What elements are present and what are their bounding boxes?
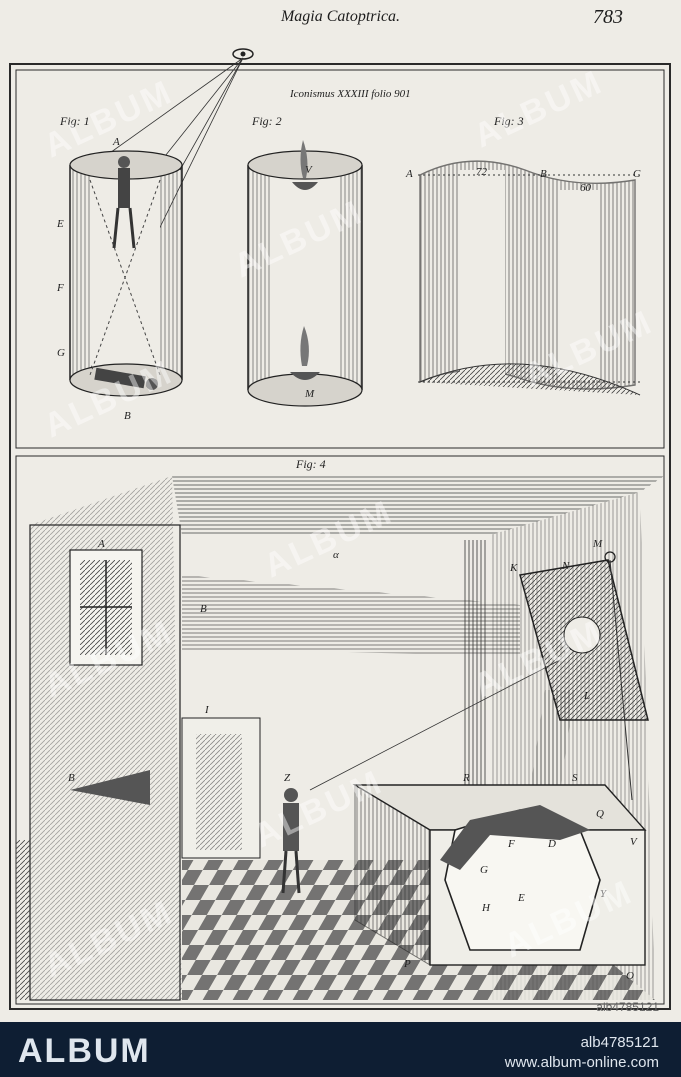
fig2-label-m: M (305, 388, 315, 400)
plate-frame (9, 63, 671, 1010)
running-head: Magia Catoptrica. (280, 8, 401, 25)
image-id-stamp: alb4785121 (596, 1000, 659, 1014)
fig1-title: Fig: 1 (60, 114, 90, 128)
fig4-label-h: H (482, 902, 490, 914)
fig4-room (16, 476, 664, 1001)
fig4-label-b-beam: B (200, 603, 207, 615)
fig4-label-g: G (480, 864, 488, 876)
fig4-label-r: R (463, 772, 470, 784)
eye-icon (232, 48, 254, 60)
brand-logo: ALBUM (18, 1032, 151, 1070)
fig4-label-p: P (404, 958, 411, 970)
fig3-label-72: 72 (476, 166, 487, 178)
fig4-label-q: Q (596, 808, 604, 820)
fig3-title: Fig: 3 (494, 114, 524, 128)
footer-image-id: alb4785121 (580, 1034, 659, 1051)
fig4-label-a: A (98, 538, 105, 550)
fig4-label-alpha: α (333, 549, 339, 561)
fig4-label-y: Y (600, 888, 607, 900)
fig4-label-d: D (548, 838, 556, 850)
fig4-label-b-cone: B (68, 772, 75, 784)
fig4-label-k: K (510, 562, 518, 574)
engraving-illustration (9, 48, 671, 1010)
fig2-title: Fig: 2 (252, 114, 282, 128)
engraving-page: Magia Catoptrica. 783 (0, 0, 681, 1022)
fig4-label-e: E (518, 892, 525, 904)
plate-caption: Iconismus XXXIII folio 901 (290, 88, 411, 100)
fig4-label-n: N (562, 560, 570, 572)
fig1-label-f: F (57, 282, 64, 294)
fig1-label-b: B (124, 410, 131, 422)
fig1-label-a: A (113, 136, 120, 148)
fig4-label-i: I (205, 704, 209, 716)
lower-panel (15, 455, 665, 1005)
footer-url[interactable]: www.album-online.com (504, 1054, 659, 1071)
fig3-label-c: C (633, 168, 641, 180)
fig4-label-m: M (593, 538, 603, 550)
fig4-label-f: F (508, 838, 515, 850)
fig1-label-g: G (57, 347, 65, 359)
fig2-label-v: V (305, 164, 312, 176)
page-number: 783 (593, 6, 623, 28)
fig2-cylinder (247, 140, 363, 407)
fig4-label-l: L (584, 690, 591, 702)
fig4-label-s: S (572, 772, 578, 784)
fig3-curved-mirror (418, 160, 641, 396)
fig4-title: Fig: 4 (296, 457, 326, 471)
fig1-label-e: E (57, 218, 64, 230)
upper-panel (15, 69, 665, 449)
fig4-label-z: Z (284, 772, 291, 784)
fig4-label-o: O (626, 970, 634, 982)
fig3-label-60: 60 (580, 182, 591, 194)
footer-bar: ALBUM alb4785121 www.album-online.com (0, 1022, 681, 1077)
fig4-label-v: V (630, 836, 637, 848)
fig3-label-a: A (406, 168, 413, 180)
fig3-label-b: B (540, 168, 547, 180)
fig1-cylinder (69, 150, 183, 397)
